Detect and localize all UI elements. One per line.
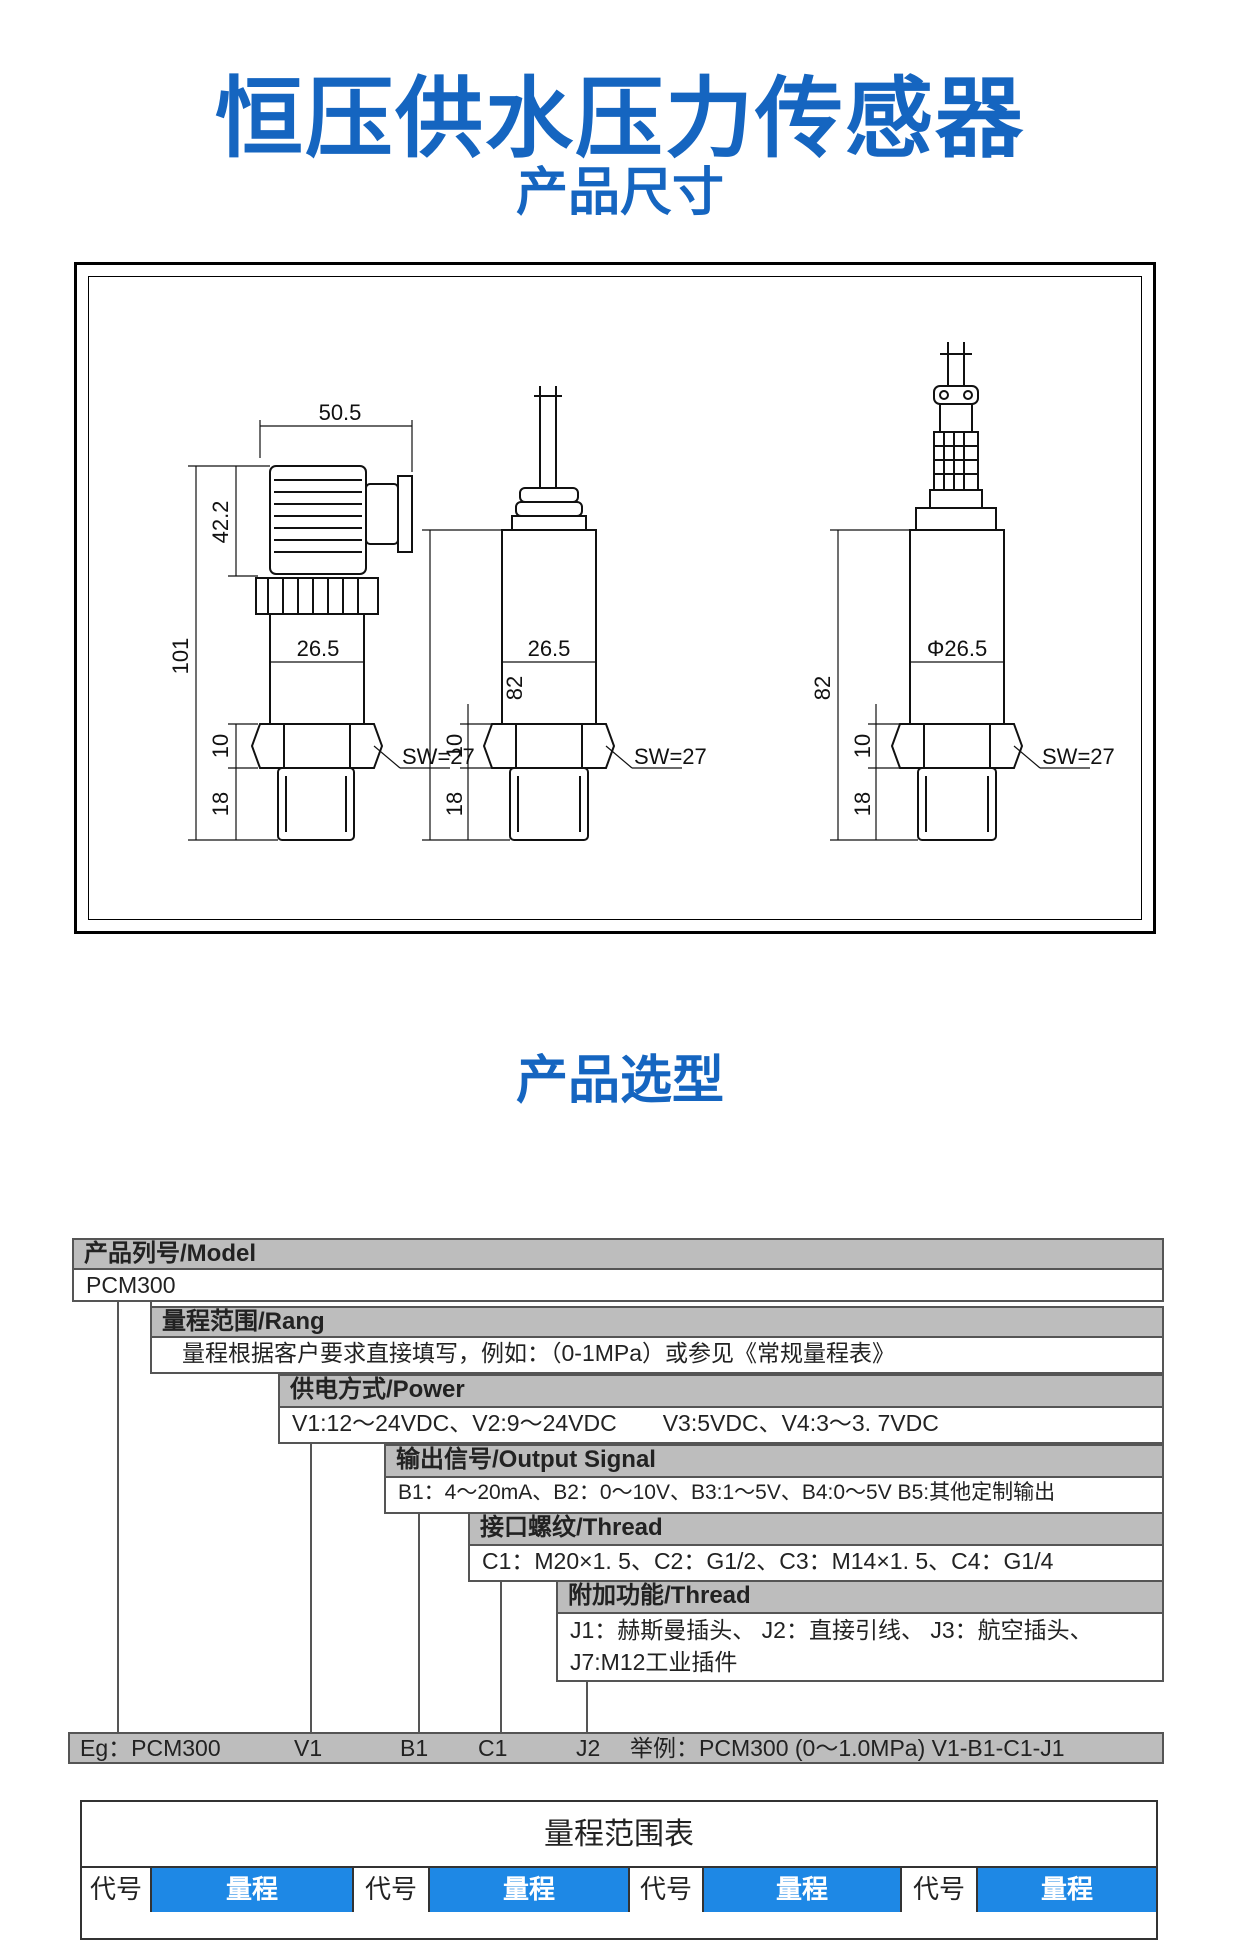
dim-hex-height-v1: 10 bbox=[208, 734, 233, 758]
dim-body-width-v1: 26.5 bbox=[297, 636, 340, 661]
dim-total-height-v1: 101 bbox=[168, 638, 193, 675]
dim-hex-height-v3: 10 bbox=[850, 734, 875, 758]
connector-power bbox=[310, 1444, 312, 1732]
dim-width-v1: 50.5 bbox=[319, 400, 362, 425]
range-header-code: 代号 bbox=[902, 1868, 978, 1912]
dim-thread-height-v2: 18 bbox=[442, 792, 467, 816]
example-v: V1 bbox=[294, 1735, 323, 1761]
thread-label: 接口螺纹/Thread bbox=[468, 1512, 1164, 1546]
dim-hex-height-v2: 10 bbox=[442, 734, 467, 758]
dim-total-height-v3: 82 bbox=[810, 676, 835, 700]
dimension-drawing: 50.5 42.2 101 26.5 10 18 SW=27 82 26.5 1… bbox=[168, 342, 1115, 841]
connector-thread bbox=[500, 1582, 502, 1732]
connector-output bbox=[418, 1514, 420, 1732]
dim-wrench-v2: SW=27 bbox=[634, 744, 707, 769]
drawing-frame bbox=[74, 262, 1156, 934]
section-title-selection: 产品选型 bbox=[515, 1051, 724, 1111]
dim-body-width-v2: 26.5 bbox=[528, 636, 571, 661]
dim-thread-height-v1: 18 bbox=[208, 792, 233, 816]
range-header-range: 量程 bbox=[978, 1868, 1156, 1912]
model-value: PCM300 bbox=[72, 1270, 1164, 1302]
power-value: V1:12～24VDC、V2:9～24VDC V3:5VDC、V4:3～3. 7… bbox=[278, 1408, 1164, 1444]
range-value: 量程根据客户要求直接填写，例如：（0-1MPa）或参见《常规量程表》 bbox=[150, 1338, 1164, 1374]
range-header-range: 量程 bbox=[430, 1868, 630, 1912]
dim-thread-height-v3: 18 bbox=[850, 792, 875, 816]
extra-value-line2: J7:M12工业插件 bbox=[570, 1649, 738, 1675]
page-title: 恒压供水压力传感器 bbox=[214, 67, 1025, 170]
range-header-code: 代号 bbox=[82, 1868, 152, 1912]
model-label: 产品列号/Model bbox=[72, 1238, 1164, 1270]
power-label: 供电方式/Power bbox=[278, 1374, 1164, 1408]
drawing-inner-frame bbox=[88, 276, 1142, 920]
dim-wrench-v3: SW=27 bbox=[1042, 744, 1115, 769]
example-eg: Eg：PCM300 bbox=[80, 1735, 221, 1761]
section-title-dimensions: 产品尺寸 bbox=[515, 163, 724, 223]
dim-wrench-v1: SW=27 bbox=[402, 744, 475, 769]
example-bar: Eg：PCM300 V1 B1 C1 J2 举例：PCM300 (0～1.0MP… bbox=[68, 1732, 1164, 1764]
range-table: 量程范围表 代号 量程 代号 量程 代号 量程 代号 量程 bbox=[80, 1800, 1158, 1940]
connector-extra bbox=[586, 1682, 588, 1732]
sensor-view-aviation-plug bbox=[830, 342, 1090, 841]
connector-range bbox=[150, 1302, 152, 1374]
dim-body-diameter-v3: Φ26.5 bbox=[927, 636, 987, 661]
extra-value: J1：赫斯曼插头、 J2：直接引线、 J3：航空插头、 J7:M12工业插件 bbox=[556, 1614, 1164, 1682]
range-header-range: 量程 bbox=[152, 1868, 354, 1912]
sensor-view-hirschmann bbox=[188, 420, 450, 841]
example-j: J2 bbox=[576, 1735, 601, 1761]
range-header-code: 代号 bbox=[354, 1868, 430, 1912]
range-table-title: 量程范围表 bbox=[82, 1802, 1156, 1868]
example-c: C1 bbox=[478, 1735, 508, 1761]
dim-total-height-v2: 82 bbox=[502, 676, 527, 700]
range-header-range: 量程 bbox=[704, 1868, 902, 1912]
output-label: 输出信号/Output Signal bbox=[384, 1444, 1164, 1478]
range-label: 量程范围/Rang bbox=[150, 1306, 1164, 1338]
range-header-code: 代号 bbox=[630, 1868, 704, 1912]
sensor-view-cable bbox=[422, 386, 682, 841]
output-value: B1：4～20mA、B2：0～10V、B3:1～5V、B4:0～5V B5:其他… bbox=[384, 1478, 1164, 1514]
example-b: B1 bbox=[400, 1735, 429, 1761]
thread-value: C1：M20×1. 5、C2：G1/2、C3：M14×1. 5、C4：G1/4 bbox=[468, 1546, 1164, 1582]
connector-model bbox=[117, 1302, 119, 1732]
example-text: 举例：PCM300 (0～1.0MPa) V1-B1-C1-J1 bbox=[630, 1735, 1065, 1761]
extra-value-line1: J1：赫斯曼插头、 J2：直接引线、 J3：航空插头、 bbox=[570, 1617, 1093, 1643]
dim-top-height-v1: 42.2 bbox=[208, 501, 233, 544]
extra-label: 附加功能/Thread bbox=[556, 1580, 1164, 1614]
